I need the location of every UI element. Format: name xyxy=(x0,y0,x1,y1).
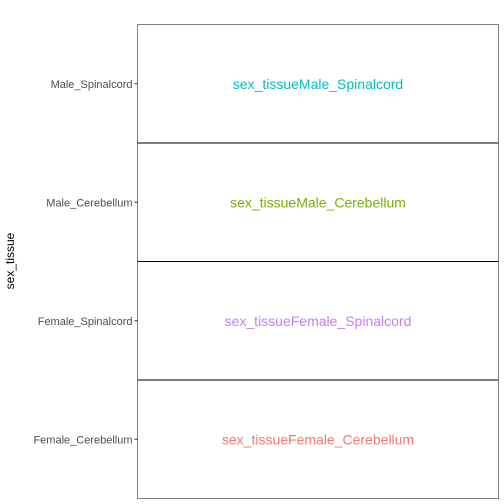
cell-label: sex_tissueFemale_Spinalcord xyxy=(225,313,412,329)
y-tick-label: Male_Cerebellum xyxy=(46,197,132,209)
cell-label: sex_tissueMale_Cerebellum xyxy=(230,194,406,210)
y-axis-title: sex_tissue xyxy=(3,232,17,289)
y-tick-label: Female_Cerebellum xyxy=(33,434,132,446)
y-tick-label: Female_Spinalcord xyxy=(38,316,133,328)
table-cells: sex_tissueFemale_Cerebellum sex_tissueFem… xyxy=(137,76,499,447)
y-axis-ticks: Female_Cerebellum Female_Spinalcord Male_C… xyxy=(33,79,138,446)
y-tick-label: Male_Spinalcord xyxy=(51,79,133,91)
cell-label: sex_tissueFemale_Cerebellum xyxy=(222,431,414,447)
cell-label: sex_tissueMale_Spinalcord xyxy=(233,76,403,92)
